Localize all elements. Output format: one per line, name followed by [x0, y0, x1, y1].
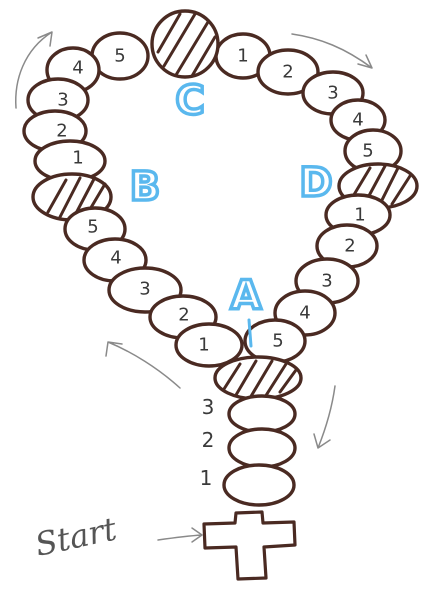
- pendant-count: 3: [202, 395, 215, 419]
- section-a-tick: [249, 320, 251, 346]
- pendant-bead: [224, 465, 294, 505]
- flow-arrow-icon: [158, 528, 202, 542]
- bead-number: 2: [282, 62, 293, 83]
- bead-number: 1: [354, 205, 365, 226]
- bead-number: 3: [57, 90, 68, 111]
- cross-icon: [204, 512, 295, 579]
- section-bead-c: [152, 11, 218, 77]
- bead-number: 2: [344, 236, 355, 257]
- pendant-bead: [229, 429, 295, 467]
- bead-number: 2: [178, 305, 189, 326]
- bead-number: 2: [56, 121, 67, 142]
- pendant-count: 1: [200, 466, 213, 490]
- bead-number: 3: [321, 271, 332, 292]
- start-label: Start: [32, 510, 120, 564]
- section-label-d: D: [299, 160, 332, 206]
- bead-number: 1: [72, 148, 83, 169]
- bead-number: 1: [237, 46, 248, 67]
- bead-number: 5: [87, 217, 98, 238]
- bead-number: 5: [114, 46, 125, 67]
- pendant-count: 2: [202, 428, 215, 452]
- bead-number: 5: [272, 331, 283, 352]
- flow-arrow-icon: [314, 386, 335, 448]
- bead-number: 3: [139, 279, 150, 300]
- section-label-b: B: [130, 164, 161, 210]
- pendant-bead: [229, 396, 295, 432]
- section-label-c: C: [175, 78, 204, 124]
- section-label-a: A: [231, 273, 262, 319]
- pendant: 3 2 1: [200, 395, 295, 505]
- bead-number: 4: [352, 110, 363, 131]
- bead-number: 5: [362, 141, 373, 162]
- bead-number: 3: [327, 83, 338, 104]
- bead-number: 1: [198, 335, 209, 356]
- bead-number: 4: [110, 248, 121, 269]
- flow-arrow-icon: [106, 342, 180, 388]
- bead-number: 4: [72, 58, 83, 79]
- section-bead-a: [215, 357, 301, 399]
- bead-number: 4: [299, 303, 310, 324]
